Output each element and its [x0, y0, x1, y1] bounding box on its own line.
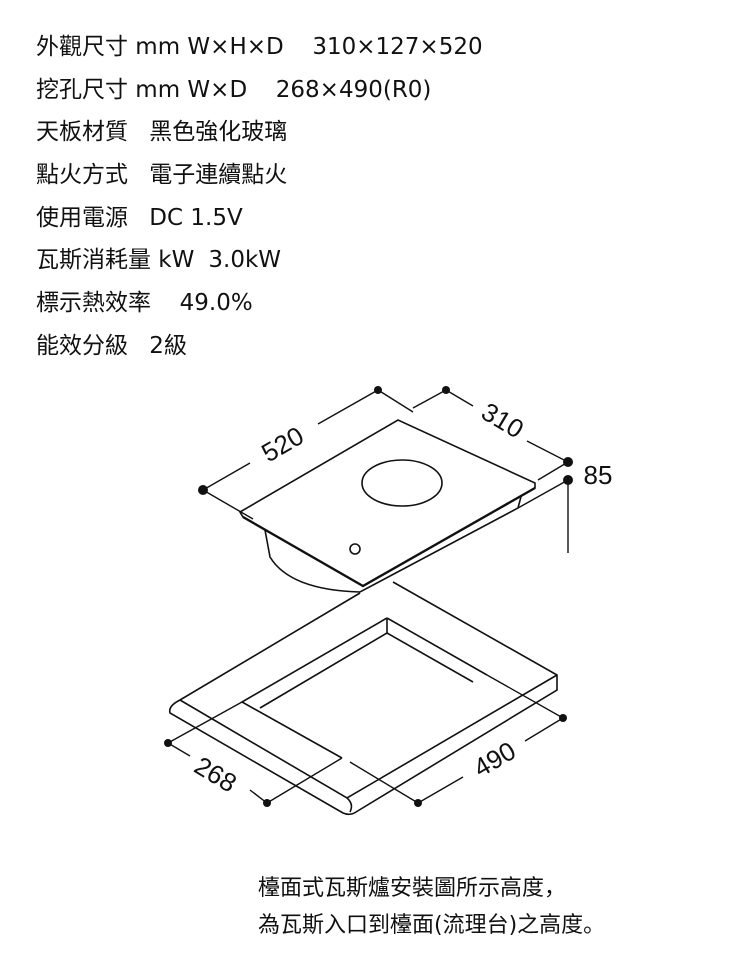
gas-hob [238, 419, 536, 593]
cutout-width-label: 268 [189, 750, 242, 798]
spec-row-dimensions: 外觀尺寸 mm W×H×D 310×127×520 [36, 30, 483, 73]
dim-depth-label: 520 [256, 420, 309, 468]
spec-label: 天板材質 [36, 119, 128, 146]
spec-value: 268×490(R0) [261, 76, 432, 103]
spec-row-power: 使用電源 DC 1.5V [36, 201, 483, 244]
spec-label: 外觀尺寸 mm W×H×D [36, 34, 284, 60]
dimension-lines [167, 389, 570, 804]
burner-icon [361, 459, 443, 507]
spec-value: 49.0% [165, 290, 253, 317]
cutout-depth-label: 490 [468, 735, 521, 783]
installation-note: 檯面式瓦斯爐安裝圖所示高度， 為瓦斯入口到檯面(流理台)之高度。 [258, 870, 605, 944]
spec-value: 310×127×520 [297, 34, 483, 60]
knob-icon [349, 543, 361, 555]
spec-value: DC 1.5V [142, 204, 243, 231]
spec-value: 電子連續點火 [142, 162, 288, 189]
spec-label: 瓦斯消耗量 kW [36, 247, 195, 274]
dimension-dots [164, 386, 573, 807]
dim-height-label: 85 [584, 460, 613, 490]
spec-list: 外觀尺寸 mm W×H×D 310×127×520 挖孔尺寸 mm W×D 26… [36, 30, 483, 372]
spec-row-material: 天板材質 黑色強化玻璃 [36, 115, 483, 158]
note-line-1: 檯面式瓦斯爐安裝圖所示高度， [258, 876, 567, 901]
spec-label: 能效分級 [36, 332, 128, 359]
dim-width-label: 310 [476, 396, 529, 444]
spec-value: 黑色強化玻璃 [142, 119, 288, 146]
spec-row-gas-consumption: 瓦斯消耗量 kW 3.0kW [36, 243, 483, 286]
spec-label: 標示熱效率 [36, 290, 151, 317]
countertop [168, 581, 558, 816]
spec-row-energy-grade: 能效分級 2級 [36, 329, 483, 372]
spec-row-cutout: 挖孔尺寸 mm W×D 268×490(R0) [36, 73, 483, 116]
spec-label: 使用電源 [36, 204, 128, 231]
spec-value: 2級 [142, 332, 187, 359]
note-line-2: 為瓦斯入口到檯面(流理台)之高度。 [258, 913, 606, 938]
spec-value: 3.0kW [208, 247, 282, 274]
spec-label: 點火方式 [36, 162, 128, 189]
spec-label: 挖孔尺寸 mm W×D [36, 76, 248, 103]
spec-row-ignition: 點火方式 電子連續點火 [36, 158, 483, 201]
spec-row-efficiency: 標示熱效率 49.0% [36, 286, 483, 329]
